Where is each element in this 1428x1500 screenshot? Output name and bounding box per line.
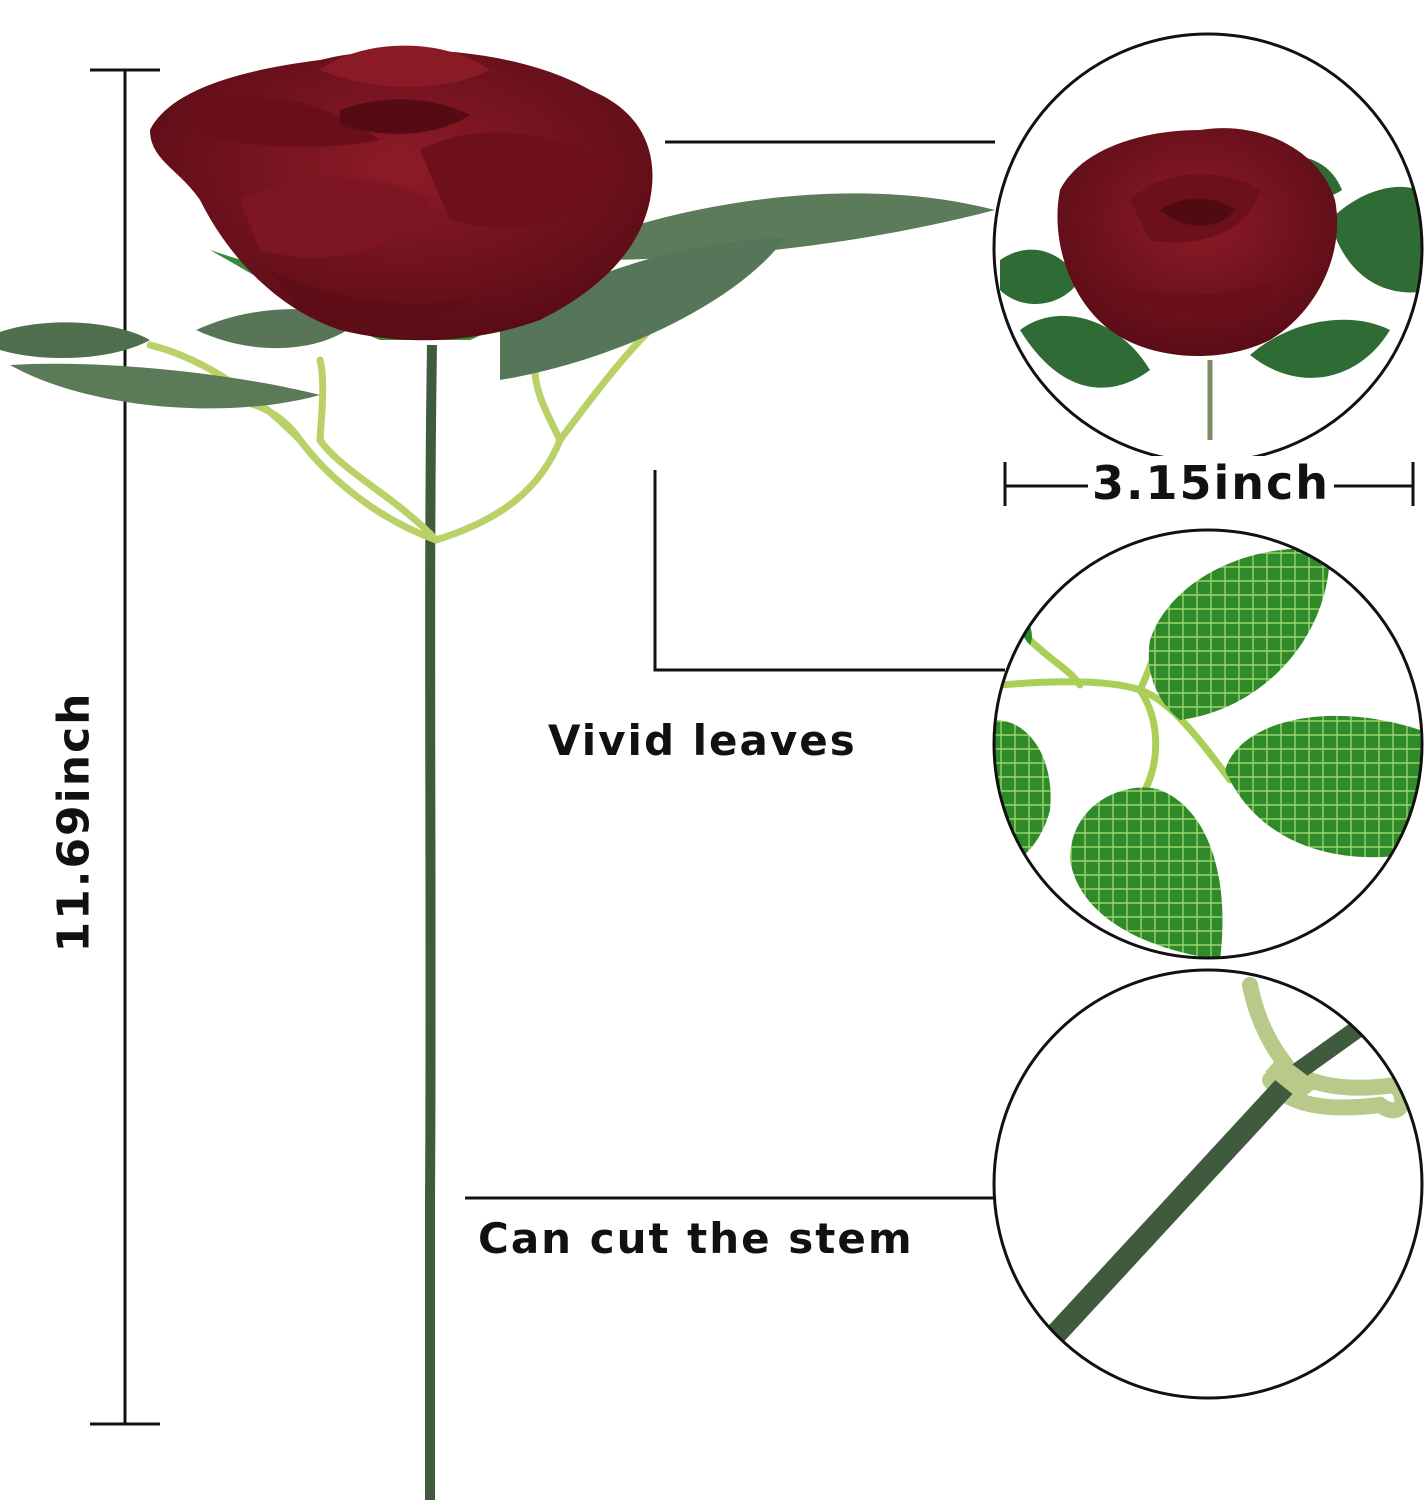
height-dimension <box>90 68 160 1426</box>
leaf-left-bottom <box>10 363 320 409</box>
vivid-leaves-label: Vivid leaves <box>548 716 857 765</box>
leaf-branches <box>146 326 654 544</box>
stem-closeup <box>992 968 1424 1400</box>
leaf-closeup-top <box>1148 548 1330 720</box>
connector-lines <box>465 140 1005 1200</box>
leaf-closeup-right <box>1225 715 1422 858</box>
height-label: 11.69inch <box>48 685 100 959</box>
rose-closeup <box>992 32 1424 464</box>
leaf-left-top <box>0 322 150 359</box>
leaf-right-long <box>590 193 995 260</box>
leaf-closeup-bottom <box>1070 787 1223 958</box>
leaf-right-front <box>500 238 785 380</box>
main-stem <box>425 344 437 1500</box>
leaves-closeup <box>992 528 1424 960</box>
rose-head <box>150 45 653 341</box>
width-label: 3.15inch <box>1088 456 1335 510</box>
cut-stem-label: Can cut the stem <box>478 1214 914 1263</box>
